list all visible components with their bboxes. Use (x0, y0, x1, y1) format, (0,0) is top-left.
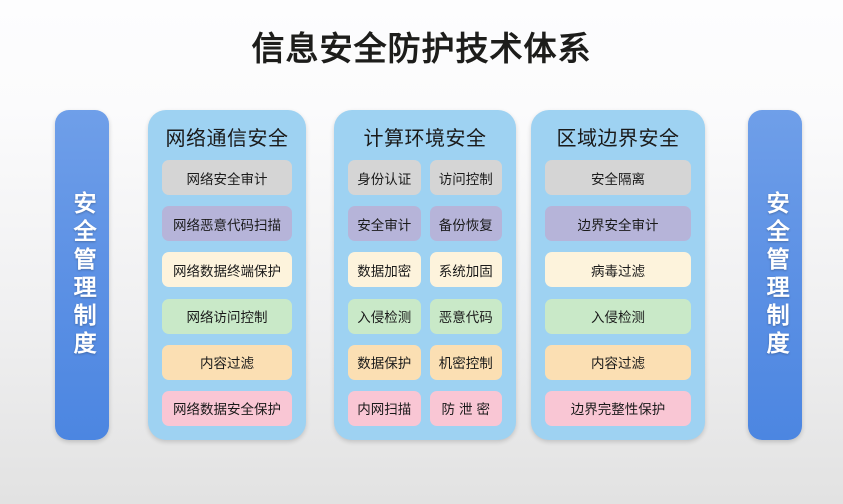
panel-row: 网络数据安全保护 (162, 390, 292, 426)
panel-row: 安全审计备份恢复 (348, 206, 502, 242)
panel-row: 网络恶意代码扫描 (162, 206, 292, 242)
panel-row: 内容过滤 (545, 344, 691, 380)
panel-row: 身份认证访问控制 (348, 160, 502, 195)
capability-chip[interactable]: 内网扫描 (348, 390, 421, 426)
panel-rows: 安全隔离边界安全审计病毒过滤入侵检测内容过滤边界完整性保护 (545, 160, 691, 426)
panel-row: 内容过滤 (162, 344, 292, 380)
capability-chip[interactable]: 网络恶意代码扫描 (162, 206, 292, 242)
capability-chip[interactable]: 恶意代码 (429, 298, 502, 334)
side-bar-right-security-management-system: 安全管理制度 (748, 110, 802, 440)
panel-area-boundary-security: 区域边界安全安全隔离边界安全审计病毒过滤入侵检测内容过滤边界完整性保护 (531, 110, 705, 440)
side-bar-right-label: 安全管理制度 (762, 191, 789, 359)
panel-row: 安全隔离 (545, 160, 691, 195)
capability-chip[interactable]: 安全隔离 (545, 160, 691, 195)
panel-rows: 身份认证访问控制安全审计备份恢复数据加密系统加固入侵检测恶意代码数据保护机密控制… (348, 160, 502, 426)
capability-chip[interactable]: 边界完整性保护 (545, 390, 691, 426)
capability-chip[interactable]: 内容过滤 (545, 344, 691, 380)
panel-row: 内网扫描防泄密 (348, 390, 502, 426)
panel-computing-environment-security: 计算环境安全身份认证访问控制安全审计备份恢复数据加密系统加固入侵检测恶意代码数据… (334, 110, 516, 440)
panel-row: 网络数据终端保护 (162, 252, 292, 288)
panel-header: 计算环境安全 (363, 126, 487, 150)
panel-row: 网络访问控制 (162, 298, 292, 334)
capability-chip[interactable]: 网络数据终端保护 (162, 252, 292, 288)
capability-chip[interactable]: 网络安全审计 (162, 160, 292, 195)
panel-row: 边界完整性保护 (545, 390, 691, 426)
capability-chip[interactable]: 系统加固 (429, 252, 502, 288)
capability-chip[interactable]: 内容过滤 (162, 344, 292, 380)
capability-chip[interactable]: 网络数据安全保护 (162, 390, 292, 426)
side-bar-left-label: 安全管理制度 (69, 191, 96, 359)
panel-header: 区域边界安全 (556, 126, 680, 150)
capability-chip[interactable]: 机密控制 (429, 344, 502, 380)
capability-chip[interactable]: 身份认证 (348, 160, 421, 195)
panel-row: 入侵检测 (545, 298, 691, 334)
panel-row: 网络安全审计 (162, 160, 292, 195)
side-bar-left-security-management-system: 安全管理制度 (55, 110, 109, 440)
capability-chip[interactable]: 安全审计 (348, 206, 421, 242)
panel-row: 入侵检测恶意代码 (348, 298, 502, 334)
capability-chip[interactable]: 入侵检测 (545, 298, 691, 334)
panel-header: 网络通信安全 (165, 126, 289, 150)
panel-row: 数据保护机密控制 (348, 344, 502, 380)
panel-row: 边界安全审计 (545, 206, 691, 242)
panel-rows: 网络安全审计网络恶意代码扫描网络数据终端保护网络访问控制内容过滤网络数据安全保护 (162, 160, 292, 426)
capability-chip[interactable]: 边界安全审计 (545, 206, 691, 242)
capability-chip[interactable]: 备份恢复 (429, 206, 502, 242)
capability-chip[interactable]: 防泄密 (429, 390, 502, 426)
capability-chip[interactable]: 网络访问控制 (162, 298, 292, 334)
capability-chip[interactable]: 数据保护 (348, 344, 421, 380)
capability-chip[interactable]: 数据加密 (348, 252, 421, 288)
capability-chip[interactable]: 病毒过滤 (545, 252, 691, 288)
capability-chip[interactable]: 入侵检测 (348, 298, 421, 334)
panel-row: 病毒过滤 (545, 252, 691, 288)
panel-row: 数据加密系统加固 (348, 252, 502, 288)
page-title: 信息安全防护技术体系 (251, 29, 592, 68)
capability-chip[interactable]: 访问控制 (429, 160, 502, 195)
panel-network-communication-security: 网络通信安全网络安全审计网络恶意代码扫描网络数据终端保护网络访问控制内容过滤网络… (148, 110, 306, 440)
